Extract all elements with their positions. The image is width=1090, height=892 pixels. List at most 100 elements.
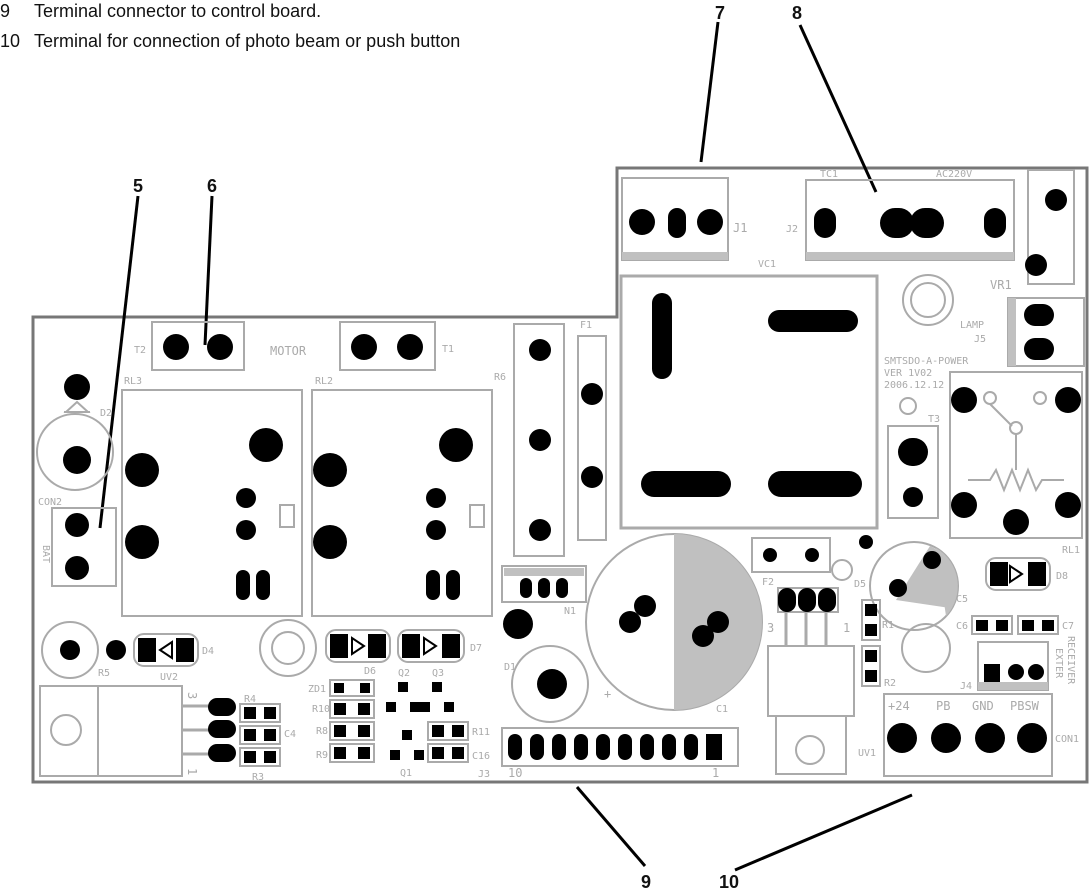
legend: 9 Terminal connector to control board. 1… <box>0 0 520 60</box>
label-r4: R4 <box>244 694 256 705</box>
label-zd1: ZD1 <box>308 684 326 695</box>
label-d8: D8 <box>1056 571 1068 582</box>
mounting-hole-inner <box>910 282 946 318</box>
varistor-vr1: VR1 <box>990 169 1075 292</box>
label-pb: PB <box>936 699 950 713</box>
regulator-uv1: 3 1 UV1 <box>767 587 876 775</box>
label-vr1: VR1 <box>990 278 1012 292</box>
label-j2: J2 <box>786 224 798 235</box>
callout-10: 10 <box>719 872 739 892</box>
resistor-array-r3-r4: R4 C4 R3 <box>239 694 296 783</box>
callout-line-8 <box>798 24 878 193</box>
label-tc1: TC1 <box>820 169 838 180</box>
label-uv1: UV1 <box>858 748 876 759</box>
smd-cluster-left: ZD1 R10 R8 R9 <box>308 679 375 763</box>
regulator-uv2: UV2 3 1 <box>39 672 236 777</box>
resistor-r1-r2: R1 R2 <box>861 599 896 689</box>
diode-d4: D4 <box>133 633 214 667</box>
label-c7: C7 <box>1062 621 1074 632</box>
mounting-hole-inner <box>271 631 305 665</box>
transformer <box>619 274 879 530</box>
label-c6: C6 <box>956 621 968 632</box>
label-exter: EXTER <box>1053 648 1064 679</box>
callout-line-10 <box>734 793 913 872</box>
diode-d6: D6 <box>325 629 391 677</box>
label-ac220v: AC220V <box>936 169 972 180</box>
fuse-f1: F1 <box>577 320 607 541</box>
label-r2: R2 <box>884 678 896 689</box>
label-d2: D2 <box>100 408 112 419</box>
label-c1-plus: + <box>604 687 611 701</box>
label-rl1: RL1 <box>1062 545 1080 556</box>
connector-j3: 10 1 J3 <box>478 727 739 780</box>
label-p24: +24 <box>888 699 910 713</box>
component-n1: N1 <box>501 565 587 617</box>
label-motor: MOTOR <box>270 344 307 358</box>
relay-rl1: RL1 <box>949 371 1083 556</box>
relay-rl2: RL2 <box>311 376 493 617</box>
legend-number: 10 <box>0 31 21 51</box>
label-r11: R11 <box>472 727 490 738</box>
led-d1: D1 <box>503 609 589 723</box>
label-uv1-pin1: 1 <box>843 621 850 635</box>
label-receiver: RECEIVER <box>1065 636 1076 685</box>
led-d5: D5 <box>831 535 873 590</box>
label-r1: R1 <box>882 620 894 631</box>
label-j5: J5 <box>974 334 986 345</box>
label-j1: J1 <box>733 221 747 235</box>
motor-terminal-t2: T2 <box>134 321 245 371</box>
label-q2: Q2 <box>398 668 410 679</box>
label-n1: N1 <box>564 606 576 617</box>
label-t3: T3 <box>928 414 940 425</box>
callout-5: 5 <box>133 176 143 196</box>
diode-d8: D8 <box>985 557 1068 591</box>
label-con2: CON2 <box>38 497 62 508</box>
label-c1: C1 <box>716 704 728 715</box>
callout-line-6 <box>203 195 214 346</box>
label-j3-pin10: 10 <box>508 766 522 780</box>
transistors-q1-q3: Q2 Q3 Q1 <box>386 668 454 779</box>
terminal-con1: +24 PB GND PBSW CON1 <box>883 693 1079 777</box>
label-r6: R6 <box>494 372 506 383</box>
label-rl3: RL3 <box>124 376 142 387</box>
callout-line-7 <box>699 21 720 163</box>
label-uv2-pin3: 3 <box>185 692 199 699</box>
ground-terminal-t3 <box>887 425 939 519</box>
label-d5: D5 <box>854 579 866 590</box>
fuse-f2: F2 <box>751 537 831 588</box>
label-date: 2006.12.12 <box>884 380 944 391</box>
label-lamp: LAMP <box>960 320 984 331</box>
label-d7: D7 <box>470 643 482 654</box>
callout-7: 7 <box>715 3 725 23</box>
label-r3: R3 <box>252 772 264 783</box>
label-uv2-pin1: 1 <box>185 768 199 775</box>
legend-item-9: 9 Terminal connector to control board. <box>0 0 520 22</box>
relay-rl3: RL3 <box>121 376 303 617</box>
ground-icon <box>899 397 917 415</box>
mounting-hole <box>901 623 951 673</box>
label-f2: F2 <box>762 577 774 588</box>
callout-8: 8 <box>792 3 802 23</box>
label-c4: C4 <box>284 729 296 740</box>
label-r10: R10 <box>312 704 330 715</box>
label-rl2: RL2 <box>315 376 333 387</box>
label-j3: J3 <box>478 769 490 780</box>
diode-d7: D7 <box>397 629 482 663</box>
label-t2: T2 <box>134 345 146 356</box>
label-bat: BAT <box>40 545 51 563</box>
label-d4: D4 <box>202 646 214 657</box>
label-d6: D6 <box>364 666 376 677</box>
label-con1: CON1 <box>1055 734 1079 745</box>
legend-number: 9 <box>0 1 11 21</box>
capacitor-c6-c7: C6 C7 <box>956 615 1074 635</box>
label-j3-pin1: 1 <box>712 766 719 780</box>
callout-6: 6 <box>207 176 217 196</box>
label-j4: J4 <box>960 681 972 692</box>
legend-text: Terminal for connection of photo beam or… <box>34 31 461 51</box>
label-t1: T1 <box>442 344 454 355</box>
label-uv1-pin3: 3 <box>767 621 774 635</box>
capacitor-c5: C5 <box>869 541 968 631</box>
diode-d2: D2 <box>36 374 114 491</box>
legend-text: Terminal connector to control board. <box>34 1 322 21</box>
lamp-terminal-j5 <box>1007 297 1085 367</box>
